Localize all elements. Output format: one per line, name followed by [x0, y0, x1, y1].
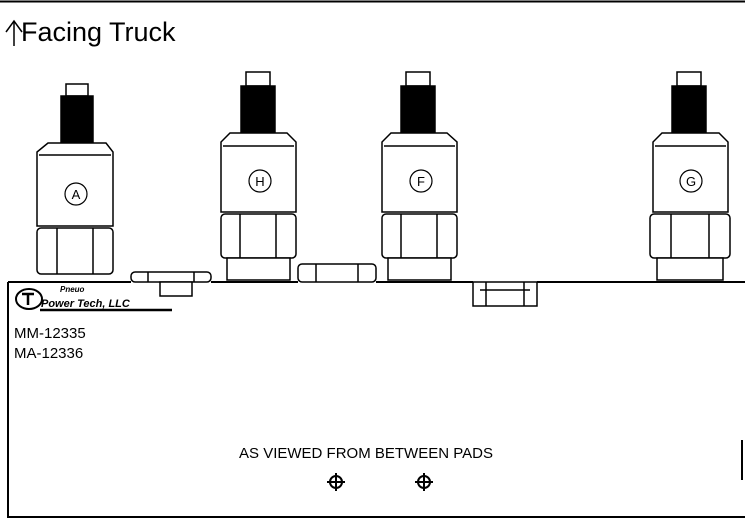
- mounting-hole-left-icon: [327, 473, 345, 491]
- view-note: AS VIEWED FROM BETWEEN PADS: [239, 445, 493, 462]
- logo-subtext: Pneuo: [60, 285, 85, 294]
- valve-g-label: G: [686, 174, 696, 189]
- valve-f: [381, 71, 458, 281]
- hex-plug-right: [472, 281, 538, 307]
- valve-h-label: H: [255, 174, 264, 189]
- facing-truck-title: Facing Truck: [21, 17, 176, 47]
- valve-h-label-circle: H: [248, 169, 272, 193]
- valve-a-label-circle: A: [64, 182, 88, 206]
- valve-a: [36, 83, 114, 275]
- hex-plug-center: [297, 263, 377, 283]
- logo-brand: Power Tech, LLC: [41, 298, 131, 310]
- valve-a-label: A: [72, 187, 81, 202]
- company-logo: Pneuo Power Tech, LLC: [15, 285, 172, 312]
- part-number-mm: MM-12335: [14, 325, 86, 342]
- manifold-body: [7, 281, 745, 518]
- valve-g: [649, 71, 731, 281]
- hex-plug-left: [130, 271, 212, 297]
- valve-f-label: F: [417, 174, 425, 189]
- part-number-ma: MA-12336: [14, 345, 83, 362]
- up-arrow-icon: [5, 19, 23, 46]
- valve-g-label-circle: G: [679, 169, 703, 193]
- mounting-hole-right-icon: [415, 473, 433, 491]
- valve-f-label-circle: F: [409, 169, 433, 193]
- valve-h: [220, 71, 297, 281]
